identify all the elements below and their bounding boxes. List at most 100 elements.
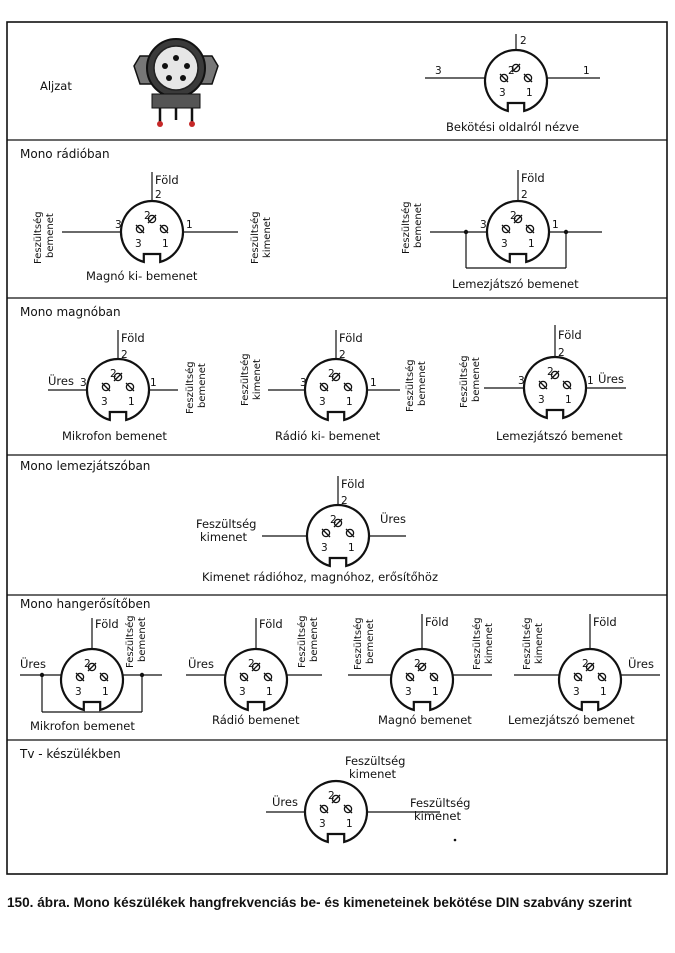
wire-label: bemenet xyxy=(365,619,376,664)
pin-number: 2 xyxy=(547,366,554,378)
pin-number: 1 xyxy=(348,542,355,554)
pin-number: 2 xyxy=(508,65,515,77)
section-title-radio: Mono rádióban xyxy=(20,147,110,161)
figure-caption: 150. ábra. Mono készülékek hangfrekvenci… xyxy=(7,895,632,910)
pin-number: 2 xyxy=(84,658,91,670)
caption-lemezjatszo-bemenet-3: Lemezjátszó bemenet xyxy=(508,713,635,727)
wire-label: kimenet xyxy=(200,530,247,544)
pin-number: 3 xyxy=(319,396,326,408)
pin-number: 1 xyxy=(346,818,353,830)
caption-mikrofon-bemenet: Mikrofon bemenet xyxy=(62,429,167,443)
wire-label: Feszültség xyxy=(124,615,136,668)
diagram-sheet: Aljzat 2 3 1 2 3 1 Bekötési oldalról néz… xyxy=(6,21,668,875)
wire-label: Föld xyxy=(593,615,617,629)
pin-number: 1 xyxy=(150,377,157,389)
din-connection-diagram: Aljzat 2 3 1 2 3 1 Bekötési oldalról néz… xyxy=(6,21,668,875)
section-title-hangerosito: Mono hangerősítőben xyxy=(20,597,151,611)
pin-number: 2 xyxy=(521,189,528,201)
wire-label: Föld xyxy=(121,331,145,345)
pin-number: 1 xyxy=(266,686,273,698)
wire-label: bemenet xyxy=(45,213,56,258)
pin-number: 1 xyxy=(526,87,533,99)
wire-label: Feszültség xyxy=(196,517,256,531)
pin-number: 2 xyxy=(582,658,589,670)
wire-label: Feszültség xyxy=(458,355,470,408)
pin-number: 1 xyxy=(128,396,135,408)
wire-label: Feszültség xyxy=(239,353,251,406)
pin-number: 2 xyxy=(328,790,335,802)
section-title-magno: Mono magnóban xyxy=(20,305,121,319)
wire-label: bemenet xyxy=(137,617,148,662)
section-title-lemezjatszo: Mono lemezjátszóban xyxy=(20,459,150,473)
pin-number: 3 xyxy=(501,238,508,250)
wire-label: bemenet xyxy=(417,361,428,406)
pin-number: 3 xyxy=(405,686,412,698)
din-socket xyxy=(305,503,371,568)
din-socket xyxy=(483,48,549,113)
pin-number: 2 xyxy=(144,210,151,222)
wire-label: Feszültség xyxy=(400,201,412,254)
pin-number: 2 xyxy=(155,189,162,201)
pin-number: 3 xyxy=(499,87,506,99)
caption-magno-ki-bemenet: Magnó ki- bemenet xyxy=(86,269,198,283)
pin-number: 2 xyxy=(330,514,337,526)
pin-number: 3 xyxy=(573,686,580,698)
caption-kimenet: Kimenet rádióhoz, magnóhoz, erősítőhöz xyxy=(202,570,438,584)
wire-label: bemenet xyxy=(309,617,320,662)
pin-number: 3 xyxy=(538,394,545,406)
pin-number: 1 xyxy=(370,377,377,389)
wire-label: bemenet xyxy=(197,363,208,408)
wire-label: Üres xyxy=(48,372,74,388)
pin-number: 2 xyxy=(121,349,128,361)
din-socket xyxy=(303,779,369,844)
wire-label: Üres xyxy=(20,655,46,671)
pin-number: 3 xyxy=(115,219,122,231)
section-title-aljzat: Aljzat xyxy=(40,79,72,93)
pin-number: 2 xyxy=(341,495,348,507)
pin-number: 1 xyxy=(565,394,572,406)
din-socket xyxy=(389,647,455,712)
din-socket xyxy=(85,357,151,421)
pin-number: 2 xyxy=(558,347,565,359)
wire-label: Üres xyxy=(628,655,654,671)
caption-bekotesi: Bekötési oldalról nézve xyxy=(446,120,579,134)
wire-label: Feszültség xyxy=(296,615,308,668)
wire-label: Feszültség xyxy=(404,359,416,412)
wire-label: Föld xyxy=(155,173,179,187)
wire-label: Föld xyxy=(341,477,365,491)
wire-label: Föld xyxy=(521,171,545,185)
pin-number: 3 xyxy=(480,219,487,231)
wire-label: Föld xyxy=(339,331,363,345)
section-title-tv: Tv - készülékben xyxy=(19,747,121,761)
wire-label: kimenet xyxy=(349,767,396,781)
pin-number: 3 xyxy=(135,238,142,250)
wire-label: Föld xyxy=(425,615,449,629)
din-socket xyxy=(522,355,588,419)
pin-number: 2 xyxy=(520,35,527,47)
caption-magno-bemenet: Magnó bemenet xyxy=(378,713,472,727)
pin-number: 3 xyxy=(518,375,525,387)
wire-label: Üres xyxy=(188,655,214,671)
wire-label: Üres xyxy=(272,793,298,809)
wire-label: Föld xyxy=(259,617,283,631)
wire-label: kimenet xyxy=(414,809,461,823)
wire-label: Feszültség xyxy=(32,211,44,264)
pin-number: 2 xyxy=(510,210,517,222)
pin-number: 3 xyxy=(435,65,442,77)
wire-label: Föld xyxy=(558,328,582,342)
din-socket xyxy=(557,647,623,712)
pin-number: 1 xyxy=(587,375,594,387)
caption-radio-ki-bemenet: Rádió ki- bemenet xyxy=(275,429,381,443)
wire-label: bemenet xyxy=(413,203,424,248)
pin-number: 2 xyxy=(339,349,346,361)
pin-number: 1 xyxy=(600,686,607,698)
wire-label: Feszültség xyxy=(184,361,196,414)
pin-number: 1 xyxy=(162,238,169,250)
caption-mikrofon-bemenet-2: Mikrofon bemenet xyxy=(30,719,135,733)
din-socket xyxy=(223,647,289,712)
wire-label: kimenet xyxy=(534,623,545,664)
din-socket xyxy=(485,199,551,263)
caption-radio-bemenet: Rádió bemenet xyxy=(212,713,300,727)
pin-number: 2 xyxy=(414,658,421,670)
wire-label: Feszültség xyxy=(410,796,470,810)
